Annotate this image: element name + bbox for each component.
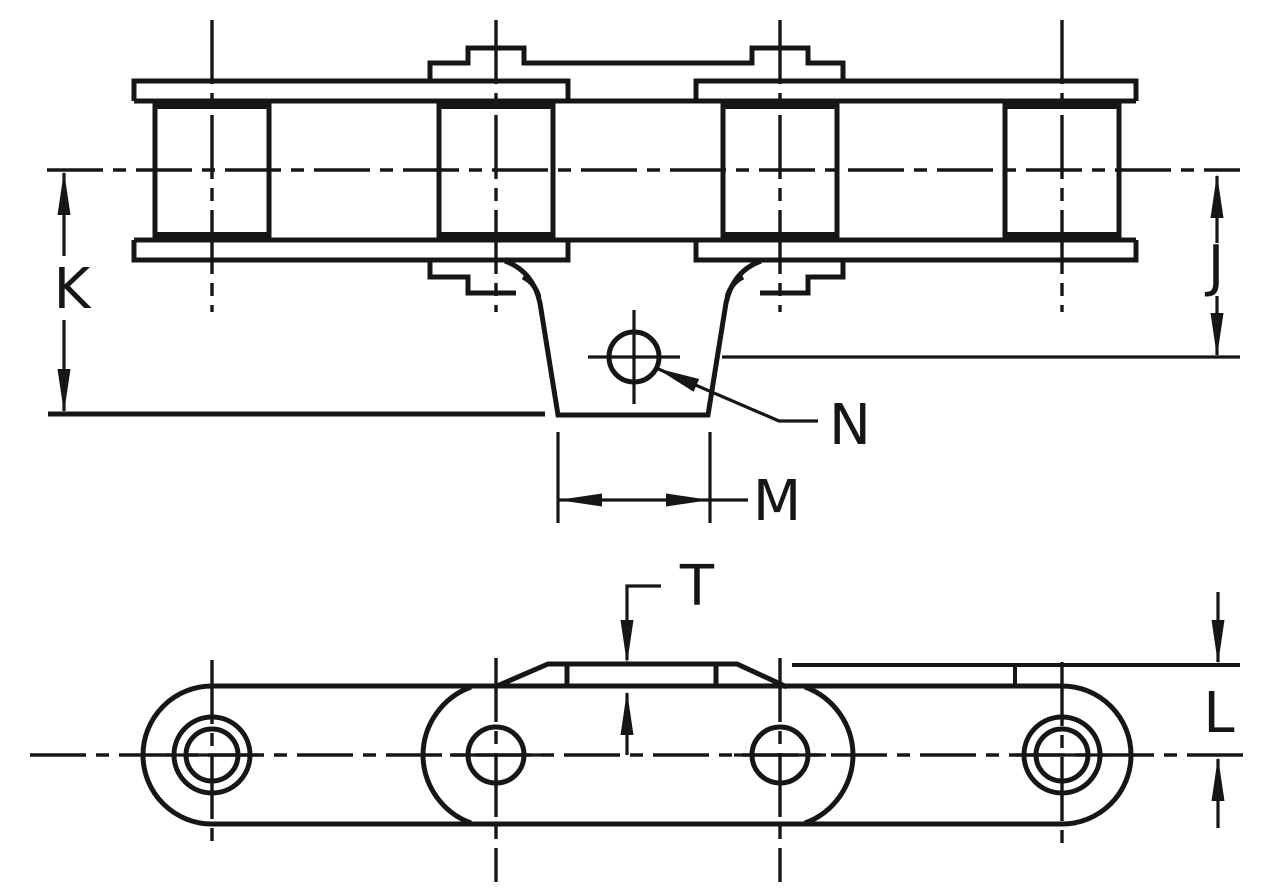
dim-label-l: L: [1203, 681, 1234, 746]
pin-centerlines: [210, 20, 1064, 312]
attachment-link-right-cap: [804, 684, 856, 826]
j-arrow-down: [1210, 313, 1224, 357]
dimension-j: J: [1205, 174, 1225, 357]
attachment-bent-lug: [427, 258, 846, 418]
link-plates: [131, 78, 1139, 263]
k-arrow-down: [57, 369, 71, 413]
dim-label-n: N: [829, 393, 871, 458]
m-arrow-left: [558, 493, 602, 507]
attachment-plate-top-edge: [427, 45, 846, 81]
n-leader-arrow: [656, 368, 700, 392]
leader-n: N: [655, 366, 871, 458]
plan-pin-centerlines: [166, 658, 1108, 882]
plan-link-plates: [140, 683, 1134, 827]
dimension-k: K: [54, 171, 92, 413]
dim-label-j: J: [1205, 234, 1225, 299]
plan-attachment-fold: [496, 661, 789, 690]
plan-pins: [171, 714, 1103, 796]
attachment-hole: [588, 310, 680, 404]
m-arrow-right: [666, 493, 710, 507]
l-arrow-down: [1211, 620, 1225, 664]
dim-label-k: K: [54, 257, 92, 322]
k-arrow-up: [57, 171, 71, 215]
attachment-link-left-cap: [420, 684, 472, 826]
dimension-m: M: [556, 432, 801, 534]
t-arrow-down: [620, 620, 634, 664]
right-end-cap: [1061, 683, 1134, 827]
dimension-l: L: [1203, 592, 1235, 828]
dimension-t: T: [620, 554, 715, 755]
j-arrow-up: [1210, 174, 1224, 218]
left-end-cap: [140, 683, 213, 827]
dim-label-t: T: [679, 554, 715, 619]
plan-view: T L: [30, 554, 1245, 882]
side-elevation-view: K J M N: [47, 20, 1240, 534]
dim-label-m: M: [753, 469, 801, 534]
rollers: [152, 101, 1122, 240]
